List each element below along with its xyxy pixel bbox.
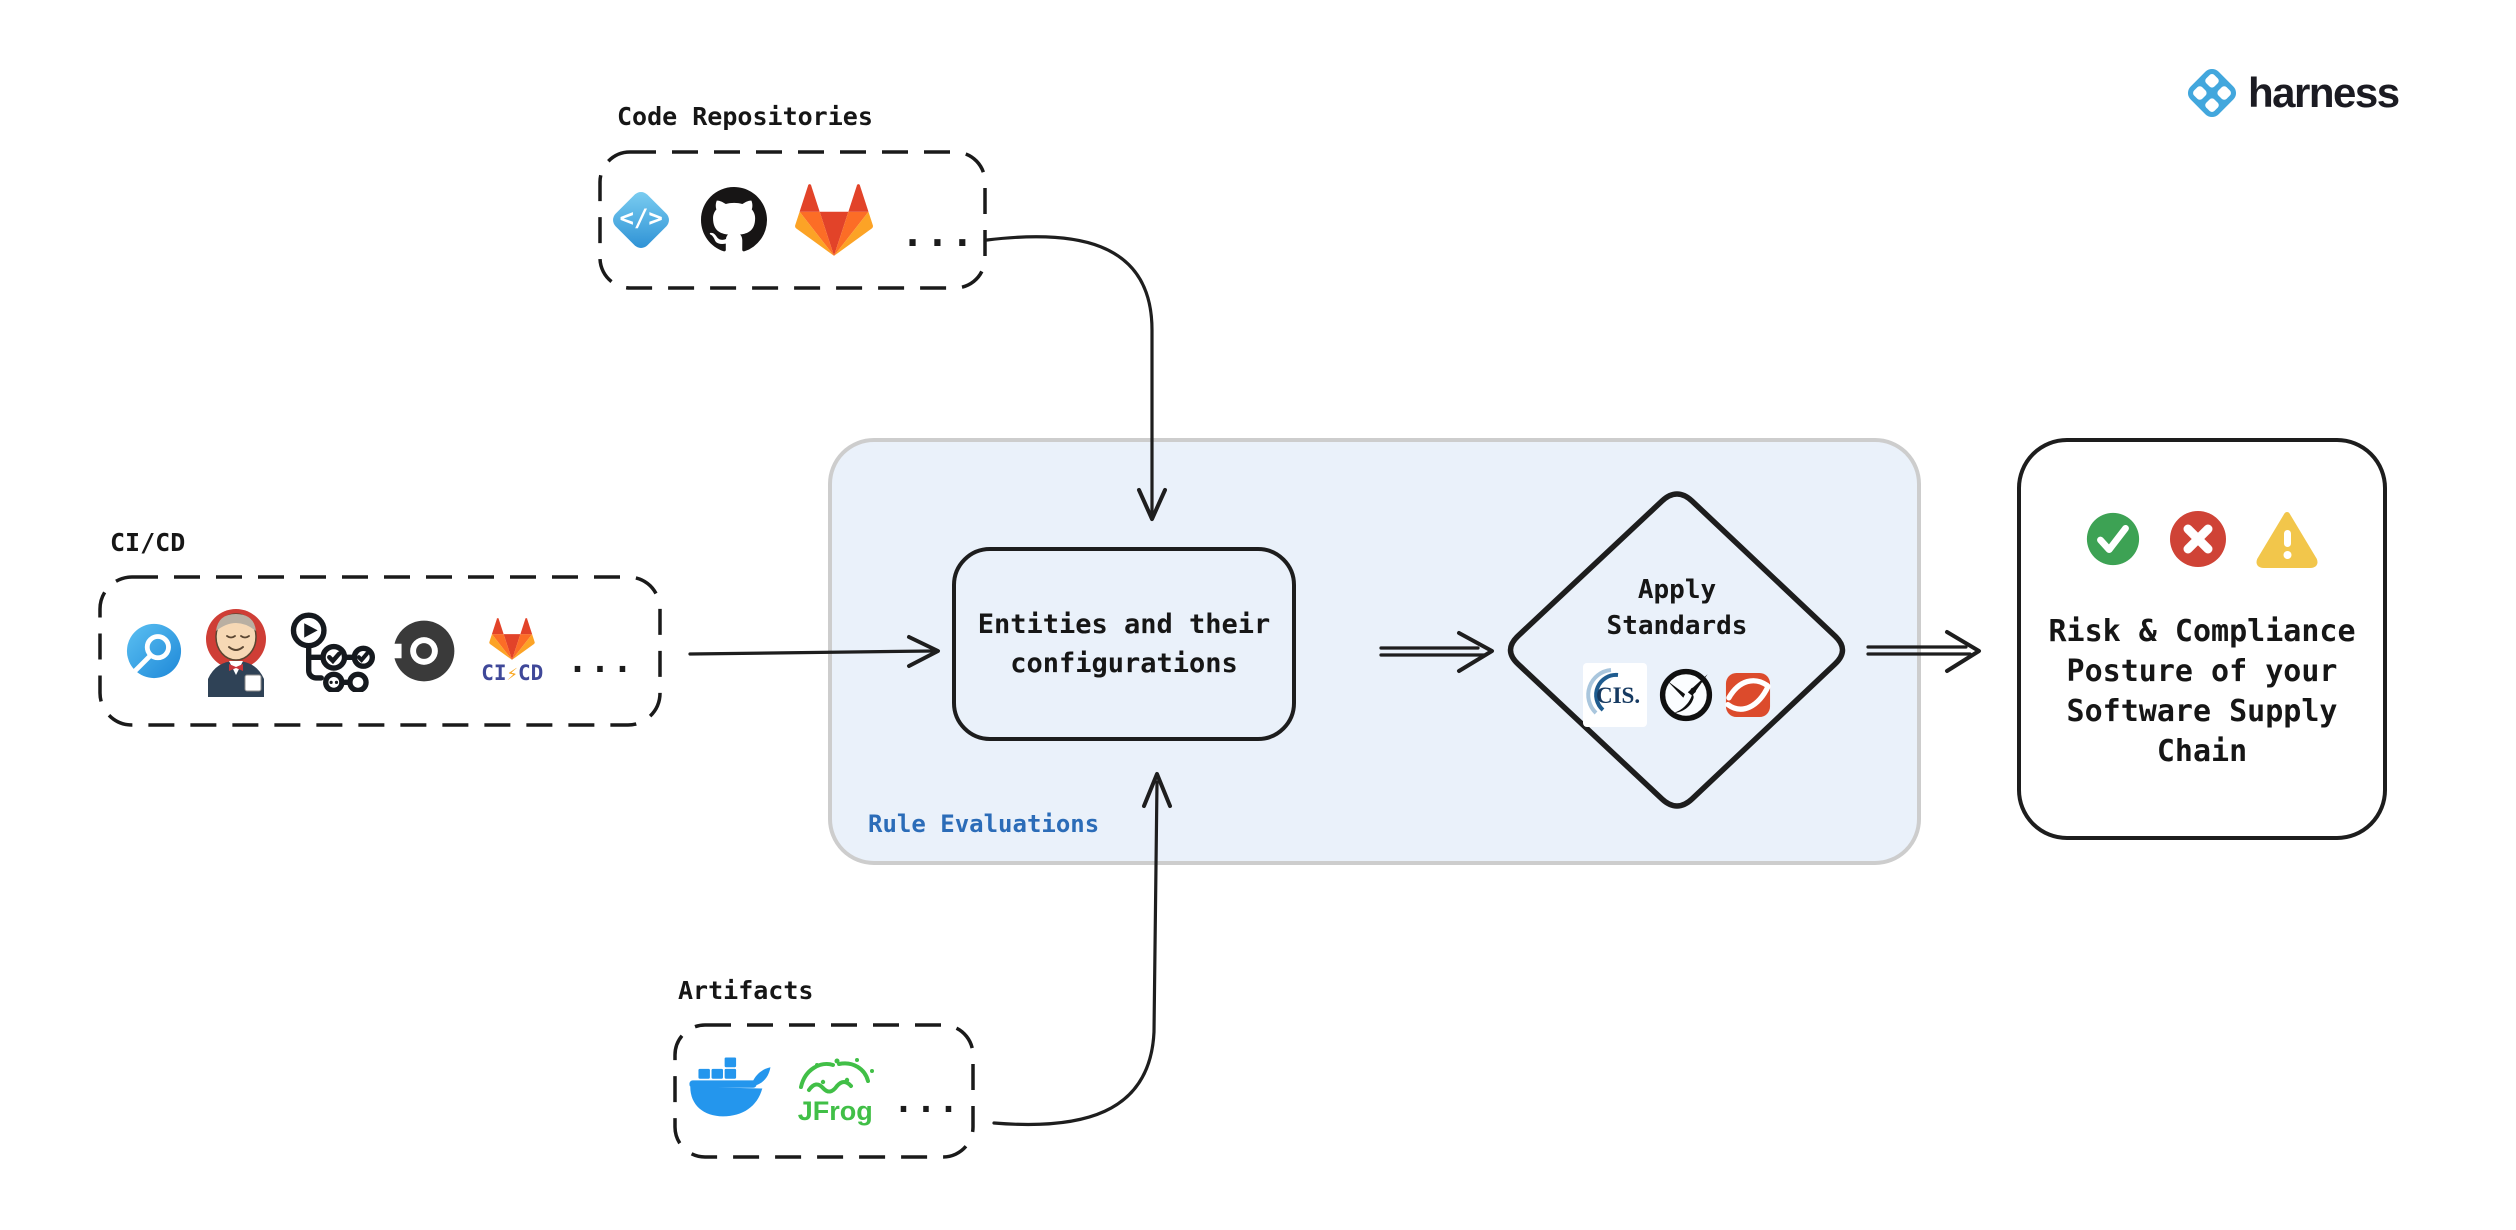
entities-line1: Entities and their: [977, 609, 1271, 640]
outcome-text: Risk & Compliance Posture of your Softwa…: [2048, 612, 2355, 772]
gitlab-cd-text: CD: [518, 661, 544, 685]
gitlab-cicd-icon: CI⚡CD: [473, 618, 551, 684]
outcome-box: Risk & Compliance Posture of your Softwa…: [2017, 438, 2387, 840]
more-cicd-ellipsis: ...: [567, 641, 635, 681]
cis-benchmark-icon: CIS.: [1583, 663, 1647, 727]
check-circle-icon: [2084, 510, 2142, 568]
owasp-icon: [1659, 668, 1713, 722]
github-icon: [701, 187, 768, 253]
standards-icons: CIS.: [1560, 658, 1794, 732]
cicd-label: CI/CD: [110, 528, 186, 557]
more-repos-ellipsis: ...: [901, 211, 976, 255]
cicd-icons: CI⚡CD ...: [100, 577, 660, 725]
orange-standard-icon: [1725, 672, 1771, 718]
outcome-line2: Posture of your: [2066, 654, 2338, 689]
harness-logo: harness: [2183, 64, 2400, 122]
outcome-status-icons: [2084, 508, 2320, 570]
more-artifacts-ellipsis: ...: [893, 1081, 961, 1121]
apply-standards-line2: Standards: [1606, 611, 1748, 641]
outcome-line1: Risk & Compliance: [2048, 614, 2356, 649]
entities-line2: configurations: [1010, 648, 1238, 679]
cis-text: CIS.: [1596, 683, 1641, 708]
github-actions-icon: [289, 610, 376, 692]
jfrog-icon: JFrog: [793, 1057, 877, 1125]
artifacts-label: Artifacts: [678, 976, 814, 1005]
gitlab-icon: [795, 184, 874, 256]
apply-standards-title: Apply Standards: [1527, 572, 1827, 644]
entities-box: Entities and their configurations: [952, 547, 1296, 741]
apply-standards-line1: Apply: [1637, 575, 1717, 605]
rule-evaluations-label: Rule Evaluations: [868, 810, 1100, 838]
code-brackets-glyph: </>: [619, 204, 663, 232]
code-repositories-icons: </> ...: [600, 152, 985, 288]
harness-code-icon: </>: [609, 188, 673, 252]
outcome-line3: Software Supply: [2066, 694, 2338, 729]
warning-triangle-icon: [2254, 508, 2320, 570]
code-repositories-label: Code Repositories: [617, 102, 873, 131]
arrow-diamond-head: [1945, 630, 1981, 673]
docker-icon: [687, 1054, 777, 1128]
artifacts-icons: JFrog ...: [675, 1025, 973, 1157]
gitlab-ci-text: CI: [481, 661, 507, 685]
jfrog-wordmark: JFrog: [797, 1096, 873, 1126]
harness-logo-icon: [2183, 64, 2241, 122]
harness-wordmark: harness: [2248, 69, 2400, 116]
lightning-bolt-icon: ⚡: [506, 663, 518, 685]
gitlab-cicd-text: CI⚡CD: [481, 663, 543, 684]
harness-ci-icon: [125, 622, 183, 680]
outcome-line4: Chain: [2156, 734, 2248, 769]
x-circle-icon: [2168, 509, 2228, 569]
jenkins-icon: [199, 605, 273, 697]
circleci-icon: [391, 618, 457, 684]
